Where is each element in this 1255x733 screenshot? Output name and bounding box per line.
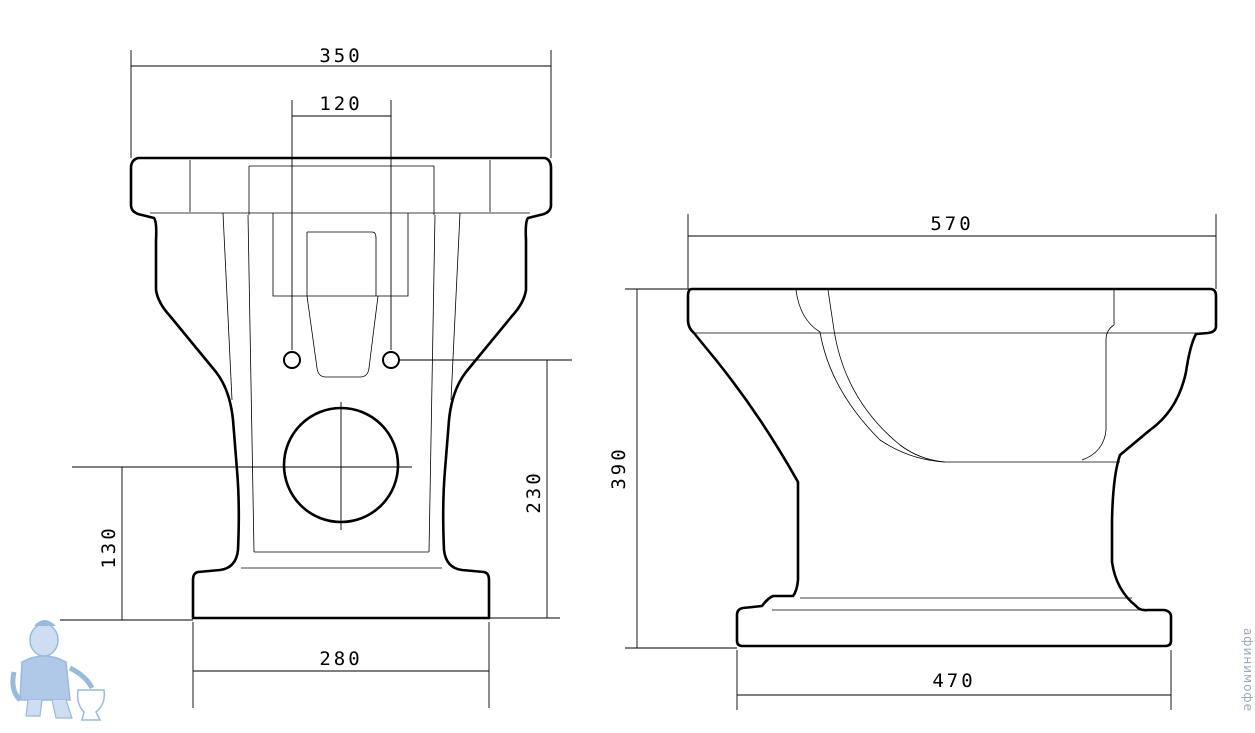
dim-base-width: 280 bbox=[319, 648, 362, 670]
dim-front-width: 350 bbox=[319, 45, 362, 67]
plumber-with-toilet-logo bbox=[10, 620, 106, 721]
side-outline bbox=[686, 287, 1218, 648]
dim-outlet-height: 130 bbox=[98, 525, 120, 568]
side-dimensions: 570 390 470 bbox=[608, 213, 1217, 710]
dim-total-height: 390 bbox=[608, 446, 630, 489]
front-outline bbox=[129, 156, 553, 620]
dim-hole-spacing: 120 bbox=[319, 93, 362, 115]
front-dimensions: 350 120 230 130 280 bbox=[60, 45, 572, 708]
front-view bbox=[129, 156, 553, 620]
dim-base-length: 470 bbox=[932, 670, 975, 692]
right-fixing-hole bbox=[382, 351, 400, 369]
side-view bbox=[686, 287, 1218, 648]
watermark-text: афинимофе bbox=[1241, 628, 1255, 712]
front-inner-lines bbox=[150, 160, 530, 569]
side-inner-lines bbox=[692, 289, 1212, 611]
left-fixing-hole bbox=[283, 351, 301, 369]
dim-side-length: 570 bbox=[930, 213, 973, 235]
dim-hole-height: 230 bbox=[523, 470, 545, 513]
